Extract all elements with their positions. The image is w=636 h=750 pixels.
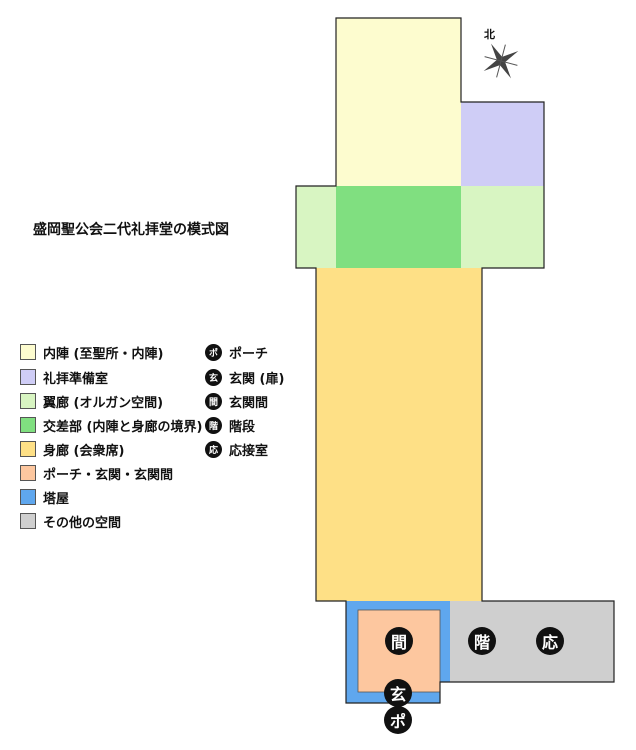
reception-symbol: 応	[536, 627, 564, 655]
legend-swatch	[20, 417, 36, 433]
symbol-icon: 応	[205, 440, 222, 458]
symbol-icon: 階	[205, 416, 222, 434]
legend-label: 翼廊 (オルガン空間)	[43, 395, 164, 411]
symbol-label: 玄関 (扉)	[229, 371, 285, 387]
stairs-symbol: 階	[468, 627, 496, 655]
legend-swatch	[20, 393, 36, 409]
legend-label: 礼拝準備室	[43, 371, 109, 387]
legend-item: 塔屋	[20, 487, 69, 507]
chancel-area	[336, 18, 461, 186]
legend-label: その他の空間	[43, 515, 122, 531]
transept-right-area	[461, 186, 544, 268]
symbol-legend-item: 応 応接室	[205, 439, 268, 459]
legend-label: ポーチ・玄関・玄関間	[43, 467, 174, 483]
porch-symbol: ポ	[384, 706, 412, 734]
symbol-legend-item: 玄 玄関 (扉)	[205, 367, 284, 387]
nave-area	[316, 268, 482, 601]
symbol-label: 玄関間	[229, 395, 269, 411]
symbol-legend-item: ポ ポーチ	[205, 342, 268, 362]
vestibule-symbol: 間	[385, 627, 413, 655]
legend-swatch	[20, 513, 36, 529]
symbol-legend-item: 間 玄関間	[205, 391, 268, 411]
legend-label: 内陣 (至聖所・内陣)	[43, 346, 164, 362]
legend-item: 身廊 (会衆席)	[20, 439, 124, 459]
transept-left-area	[296, 186, 336, 268]
building-outline	[295, 17, 615, 704]
legend-item: 交差部 (内陣と身廊の境界)	[20, 415, 202, 435]
legend-item: 内陣 (至聖所・内陣)	[20, 342, 163, 362]
legend-swatch	[20, 441, 36, 457]
symbol-icon: 玄	[205, 368, 222, 386]
legend-label: 身廊 (会衆席)	[43, 443, 125, 459]
legend-swatch	[20, 369, 36, 385]
other-rooms-area	[450, 601, 614, 682]
symbol-label: 階段	[229, 419, 256, 435]
entrance-door-symbol: 玄	[384, 679, 412, 707]
diagram-title: 盛岡聖公会二代礼拝堂の模式図	[33, 222, 229, 238]
legend-item: ポーチ・玄関・玄関間	[20, 463, 173, 483]
legend-item: 礼拝準備室	[20, 367, 108, 387]
legend-swatch	[20, 465, 36, 481]
symbol-icon: ポ	[205, 343, 222, 361]
legend-swatch	[20, 489, 36, 505]
legend-item: その他の空間	[20, 511, 121, 531]
crossing-area	[336, 186, 461, 268]
symbol-label: ポーチ	[229, 346, 269, 362]
symbol-label: 応接室	[229, 443, 269, 459]
legend-swatch	[20, 344, 36, 360]
symbol-icon: 間	[205, 392, 222, 410]
legend-item: 翼廊 (オルガン空間)	[20, 391, 163, 411]
north-label: 北	[484, 28, 495, 41]
compass-rose	[483, 43, 519, 79]
legend-label: 交差部 (内陣と身廊の境界)	[43, 419, 203, 435]
symbol-legend-item: 階 階段	[205, 415, 255, 435]
legend-label: 塔屋	[43, 491, 70, 507]
preparation-room-area	[461, 102, 544, 186]
